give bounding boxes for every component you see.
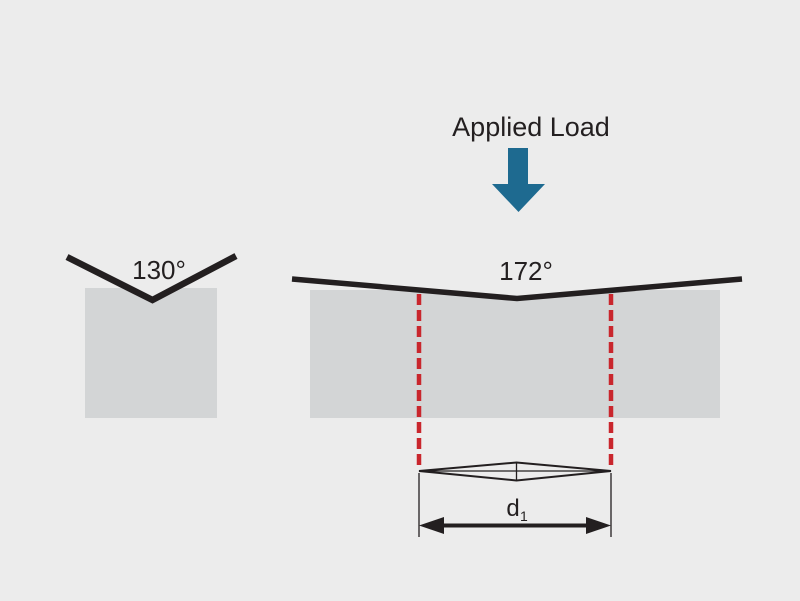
left-specimen-block bbox=[85, 288, 217, 418]
right-indenter-line bbox=[291, 276, 743, 302]
left-angle-label: 130° bbox=[132, 255, 186, 285]
right-specimen-block bbox=[310, 290, 720, 418]
right-angle-label: 172° bbox=[499, 256, 553, 286]
applied-load-label: Applied Load bbox=[452, 112, 610, 142]
left-indenter-line bbox=[65, 253, 238, 304]
d1-label-subscript: 1 bbox=[520, 508, 528, 524]
dimension-arrow-right-head-icon bbox=[586, 517, 611, 534]
dimension-arrow-left-head-icon bbox=[419, 517, 444, 534]
applied-load-arrow-icon bbox=[492, 148, 545, 212]
d1-label-base: d bbox=[506, 495, 519, 522]
